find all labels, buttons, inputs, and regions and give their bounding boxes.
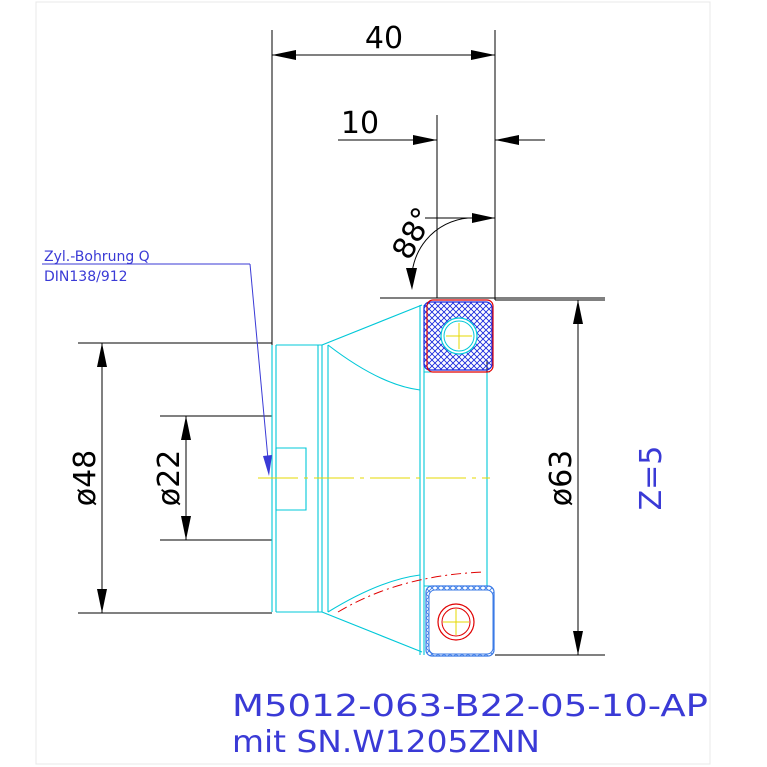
insert-spec: mit SN.W1205ZNN xyxy=(232,725,540,760)
annotation-line1: Zyl.-Bohrung Q xyxy=(44,249,150,265)
part-code: M5012-063-B22-05-10-AP xyxy=(232,689,708,724)
dim-angle: 88° xyxy=(386,202,442,265)
dimension-arrows xyxy=(97,50,583,655)
dim-dia-hub: ø48 xyxy=(68,450,103,507)
leader-arrow xyxy=(263,455,272,476)
drawing-frame xyxy=(35,1,711,765)
dim-width-insert: 10 xyxy=(341,106,379,141)
insert-top xyxy=(423,299,494,373)
annotation-leader xyxy=(42,263,270,471)
teeth-count: Z=5 xyxy=(634,446,669,511)
dim-dia-bore: ø22 xyxy=(152,450,187,507)
annotation-line2: DIN138/912 xyxy=(44,269,128,285)
dim-dia-cutter: ø63 xyxy=(544,450,579,507)
insert-bottom xyxy=(337,571,495,657)
dim-width-total: 40 xyxy=(365,21,403,56)
